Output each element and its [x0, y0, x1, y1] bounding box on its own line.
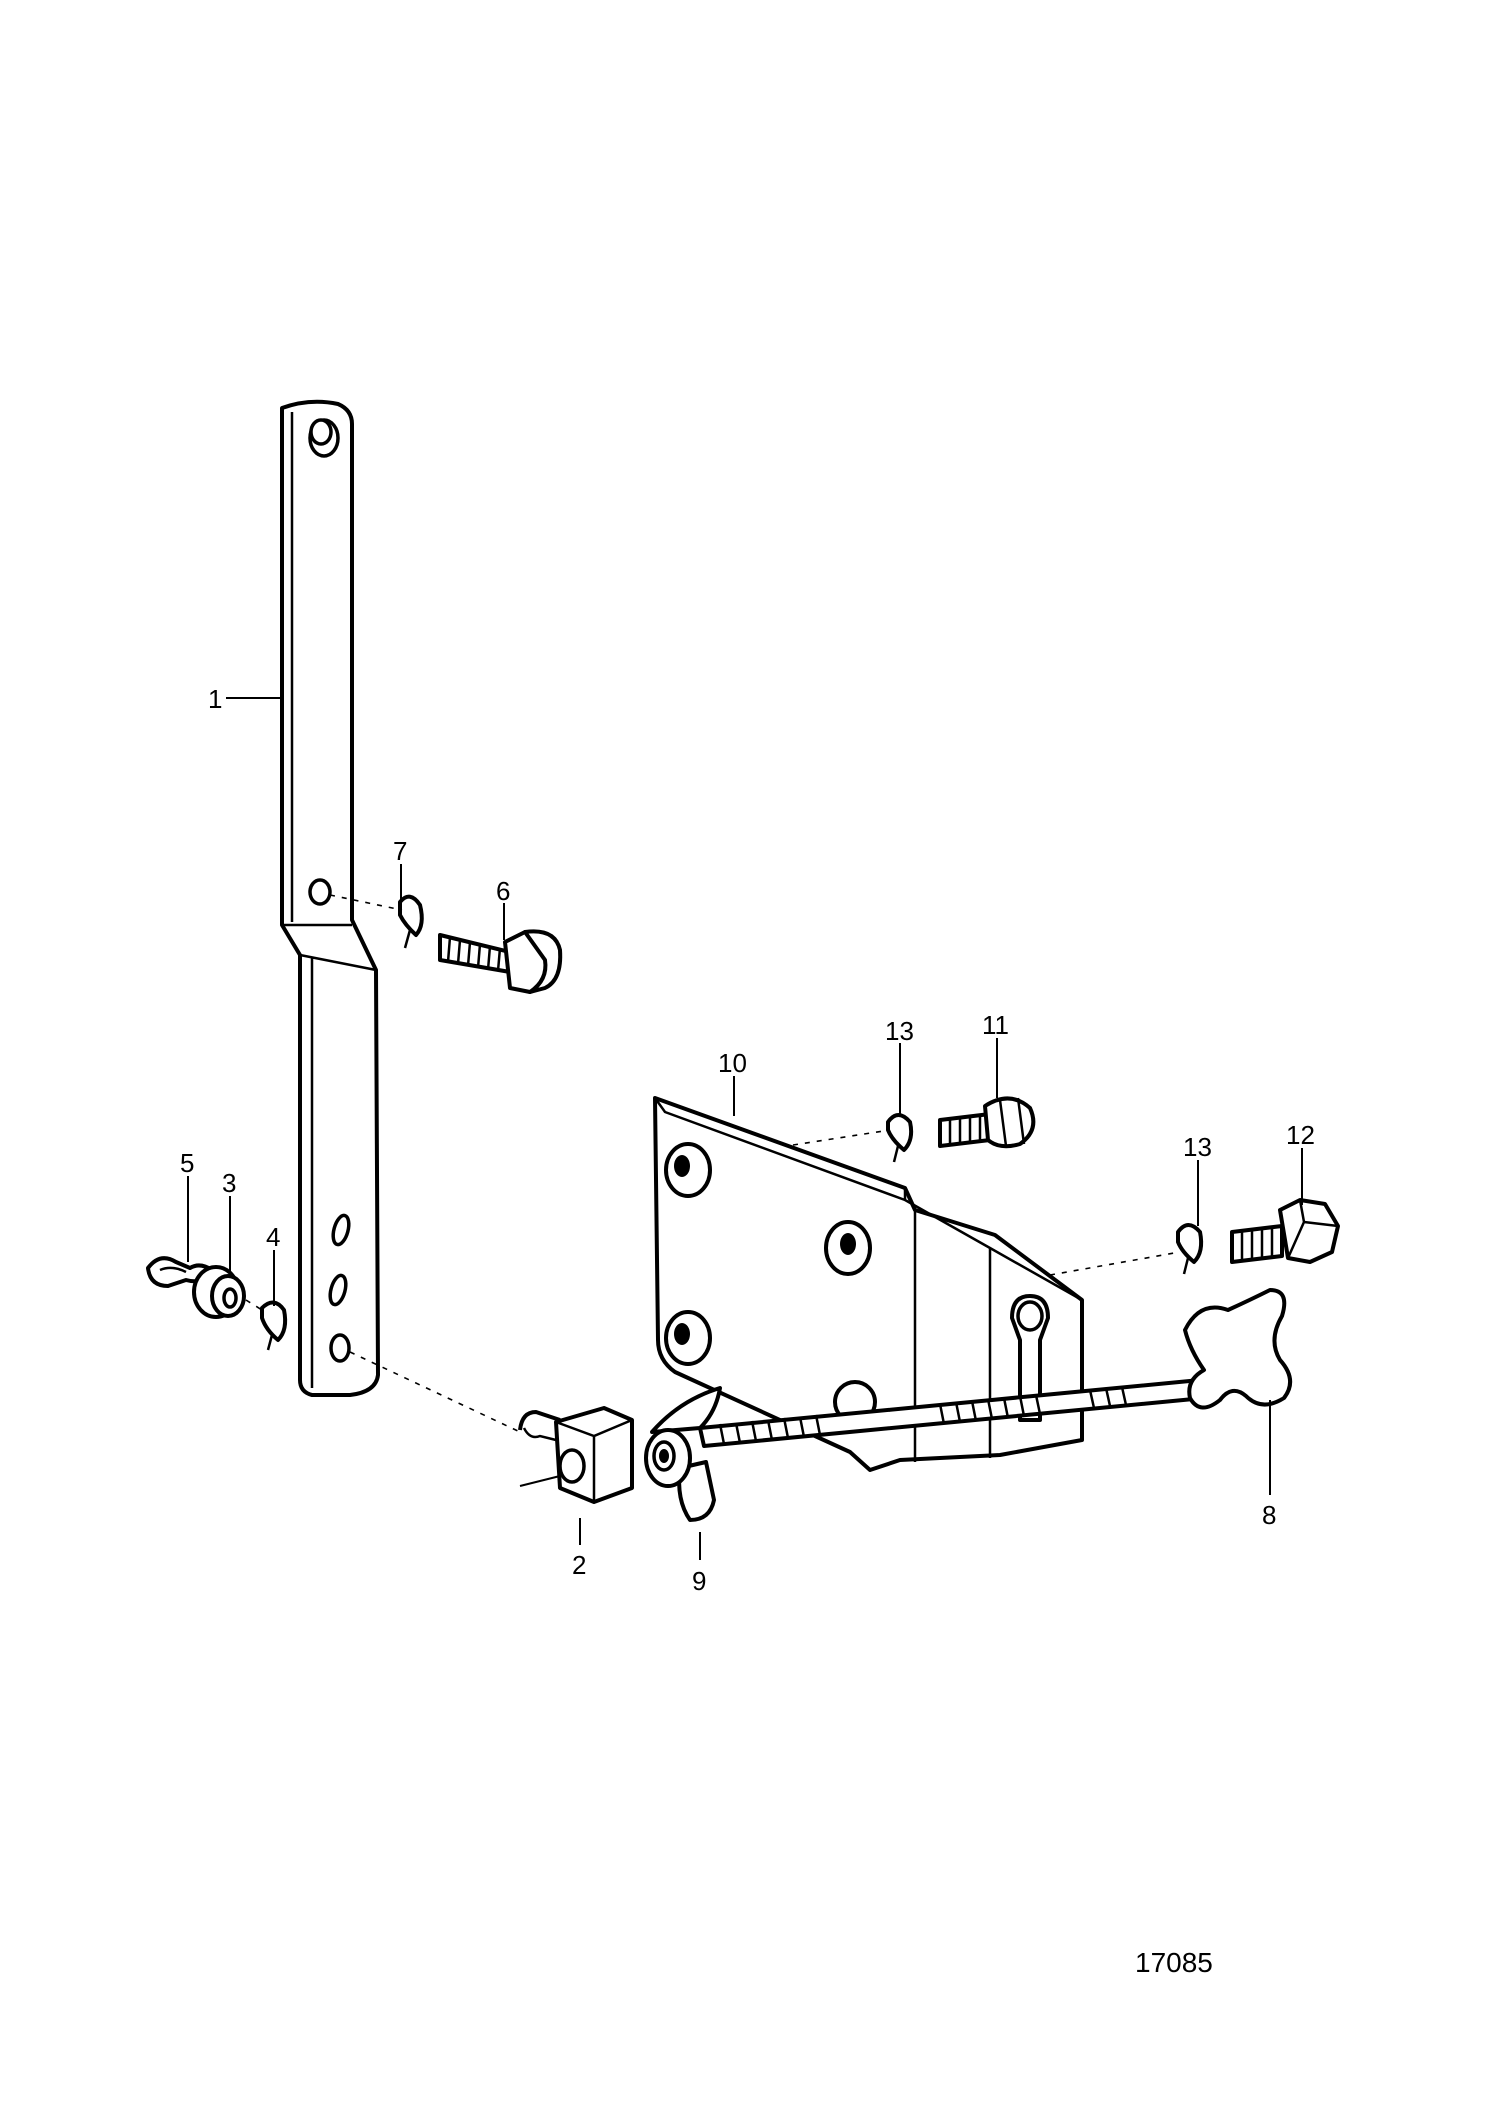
callout-3: 3	[222, 1168, 236, 1198]
callout-9: 9	[692, 1566, 706, 1596]
hex-bolt-part-6	[438, 929, 563, 994]
hex-bolt-part-12	[1230, 1198, 1340, 1264]
callout-2: 2	[572, 1550, 586, 1580]
bracket-plate-part-10	[653, 1096, 1084, 1472]
wing-nut-part-9	[644, 1386, 722, 1522]
callout-10: 10	[718, 1048, 747, 1078]
callout-6: 6	[496, 876, 510, 906]
assembly-line	[349, 1351, 521, 1433]
callout-4: 4	[266, 1222, 280, 1252]
adjusting-screw-part-8	[698, 1288, 1292, 1448]
callout-11: 11	[982, 1010, 1009, 1040]
callout-1: 1	[208, 684, 222, 714]
drawing-number: 17085	[1135, 1947, 1213, 1978]
lever-arm-part-1	[280, 399, 380, 1397]
assembly-line	[792, 1129, 891, 1146]
callout-8: 8	[1262, 1500, 1276, 1530]
assembly-line	[245, 1299, 263, 1311]
callout-5: 5	[180, 1148, 194, 1178]
spring-washer-part-4	[260, 1300, 288, 1351]
callout-13-lower: 13	[1183, 1132, 1212, 1162]
lock-washer-part-13-upper	[886, 1113, 914, 1163]
callout-13-upper: 13	[885, 1016, 914, 1046]
lock-washer-part-13-lower	[1176, 1223, 1204, 1275]
clevis-block-part-2	[518, 1406, 634, 1504]
assembly-line	[329, 894, 403, 911]
assembly-line	[1049, 1251, 1181, 1276]
callout-7: 7	[393, 836, 407, 866]
lock-washer-part-7	[398, 894, 424, 949]
callout-12: 12	[1286, 1120, 1315, 1150]
washer-part-3	[192, 1265, 246, 1319]
bolt-part-11	[938, 1096, 1036, 1149]
